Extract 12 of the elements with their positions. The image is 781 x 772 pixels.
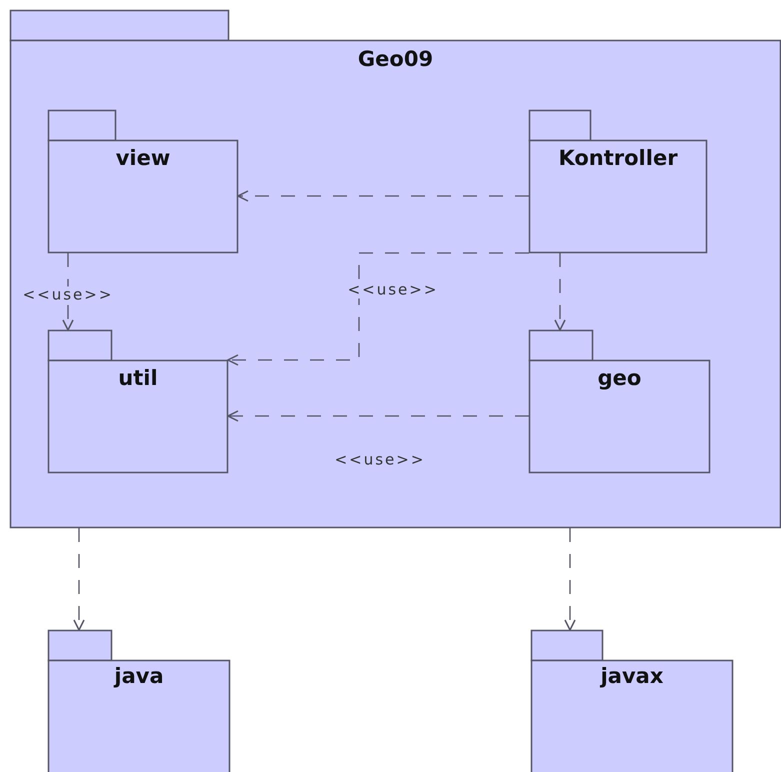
package-name: util	[118, 368, 158, 389]
package-name: view	[116, 148, 170, 169]
dependency-arrow	[73, 528, 85, 631]
package-name: Kontroller	[558, 148, 678, 169]
dependency-arrow	[227, 410, 529, 422]
dependency-arrow	[237, 190, 529, 202]
package-name: geo	[598, 368, 642, 389]
package-name: javax	[600, 666, 664, 687]
package-name: Geo09	[358, 49, 434, 70]
dependency-arrow	[564, 528, 576, 631]
dependency-arrow	[554, 253, 566, 331]
package-name: java	[114, 666, 164, 687]
